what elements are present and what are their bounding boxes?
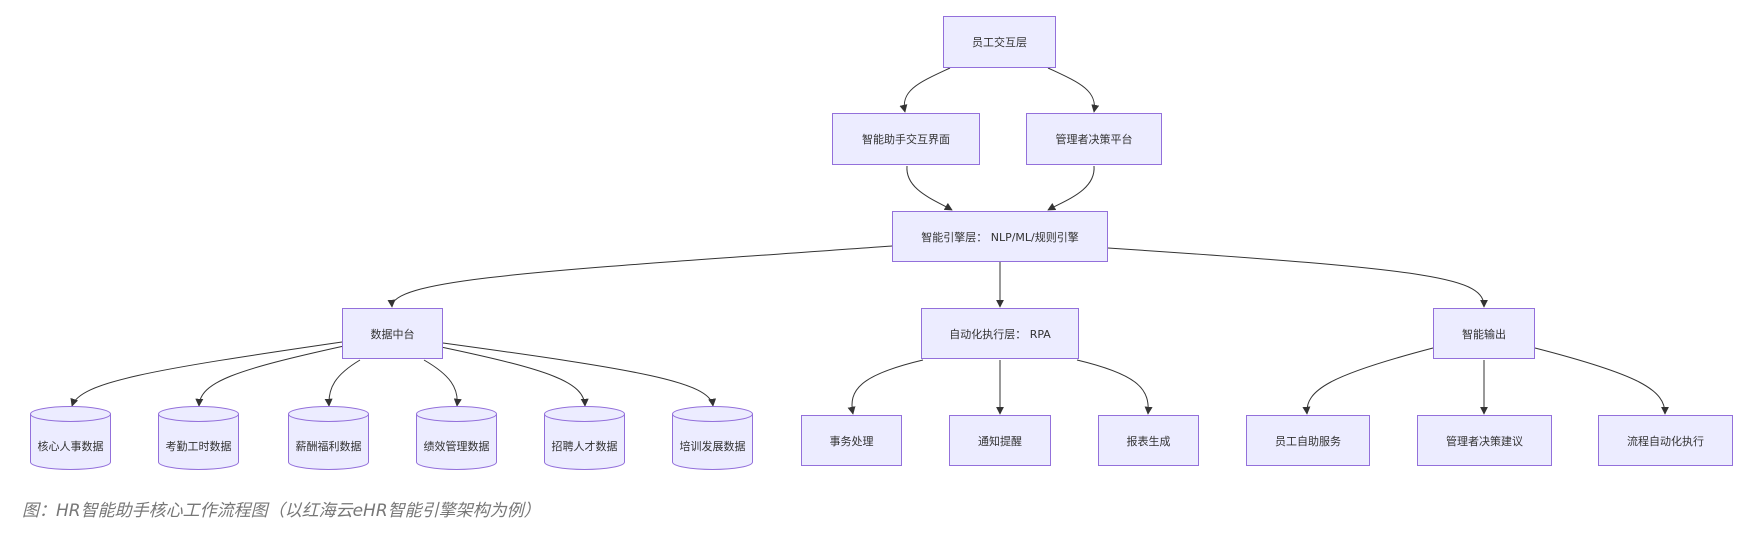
db-label: 薪酬福利数据 [295, 440, 362, 453]
edge-output-to-automation [1534, 347, 1669, 415]
edge-data-to-core [70, 341, 343, 407]
db-label: 核心人事数据 [37, 440, 104, 453]
db-label: 绩效管理数据 [423, 440, 490, 453]
database-icon [158, 406, 239, 470]
node-smart-output[interactable]: 智能输出 [1433, 308, 1535, 359]
edge-output-to-self-service [1302, 347, 1434, 415]
db-label: 培训发展数据 [679, 440, 746, 453]
db-recruitment[interactable]: 招聘人才数据 [544, 406, 625, 470]
edge-rpa-to-report [1076, 359, 1153, 415]
edge-employee-to-manager [1047, 67, 1100, 113]
edge-data-to-attendance [195, 345, 345, 407]
database-icon [672, 406, 753, 470]
node-notification[interactable]: 通知提醒 [949, 415, 1051, 466]
node-manager-platform[interactable]: 管理者决策平台 [1026, 113, 1162, 165]
db-core-hr[interactable]: 核心人事数据 [30, 406, 111, 470]
node-process-automation[interactable]: 流程自动化执行 [1598, 415, 1733, 466]
node-rpa-layer[interactable]: 自动化执行层： RPA [921, 308, 1079, 359]
db-attendance[interactable]: 考勤工时数据 [158, 406, 239, 470]
node-assistant-ui[interactable]: 智能助手交互界面 [832, 113, 980, 165]
database-icon [544, 406, 625, 470]
db-label: 考勤工时数据 [165, 440, 232, 453]
node-data-platform[interactable]: 数据中台 [342, 308, 443, 359]
database-icon [416, 406, 497, 470]
edge-data-to-performance [423, 359, 462, 407]
node-report-generation[interactable]: 报表生成 [1098, 415, 1199, 466]
edge-rpa-to-task [847, 359, 924, 415]
edge-employee-to-assistant [899, 67, 951, 113]
edge-data-to-training [442, 342, 717, 407]
db-label: 招聘人才数据 [551, 440, 618, 453]
db-performance[interactable]: 绩效管理数据 [416, 406, 497, 470]
node-self-service[interactable]: 员工自助服务 [1246, 415, 1370, 466]
diagram-caption: 图：HR智能助手核心工作流程图（以红海云eHR智能引擎架构为例） [22, 501, 541, 521]
edge-assistant-to-engine [906, 165, 953, 211]
db-payroll[interactable]: 薪酬福利数据 [288, 406, 369, 470]
database-icon [288, 406, 369, 470]
db-training[interactable]: 培训发展数据 [672, 406, 753, 470]
edge-manager-to-engine [1047, 165, 1095, 211]
database-icon [30, 406, 111, 470]
edge-data-to-recruitment [440, 346, 589, 407]
edge-engine-to-output [1107, 247, 1488, 308]
edge-engine-to-data [387, 245, 893, 308]
node-manager-advice[interactable]: 管理者决策建议 [1417, 415, 1552, 466]
node-engine-layer[interactable]: 智能引擎层： NLP/ML/规则引擎 [892, 211, 1108, 262]
node-employee-layer[interactable]: 员工交互层 [943, 16, 1056, 68]
edge-data-to-payroll [324, 359, 361, 407]
node-task-processing[interactable]: 事务处理 [801, 415, 902, 466]
